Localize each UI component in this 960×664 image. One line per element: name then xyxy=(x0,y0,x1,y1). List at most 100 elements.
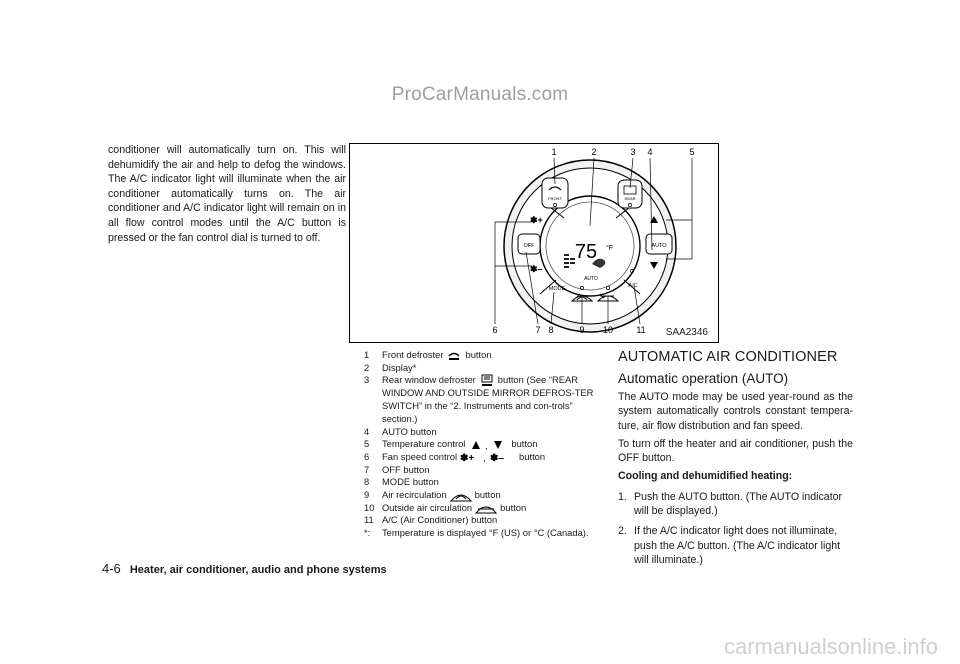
svg-text:✽+: ✽+ xyxy=(460,453,474,463)
callout-leaders xyxy=(494,157,693,325)
page-number: 4-6 xyxy=(102,561,121,576)
callout-9: 9 xyxy=(579,325,584,335)
legend-item: 9 Air recirculation button xyxy=(364,489,609,502)
legend-text: OFF button xyxy=(382,463,430,475)
control-panel-figure: 75 °F AUTO FRONT REAR xyxy=(349,143,719,343)
legend-item: 4 AUTO button xyxy=(364,426,609,439)
cooling-heading: Cooling and dehumidified heating: xyxy=(618,470,793,483)
callout-11: 11 xyxy=(636,325,645,335)
callout-8: 8 xyxy=(548,325,553,335)
legend-number: 5 xyxy=(364,438,370,450)
temp-down-button[interactable] xyxy=(650,262,658,269)
legend-number: 1 xyxy=(364,349,370,360)
paragraph-auto-mode: The AUTO mode may be used year-round as … xyxy=(618,391,853,432)
legend-number: 2 xyxy=(364,361,370,373)
legend-number: 4 xyxy=(364,425,370,437)
svg-text:AUTO: AUTO xyxy=(651,243,667,249)
fan-plus-minus-icons: ✽+, ✽– xyxy=(457,451,519,463)
legend-text-suffix: button xyxy=(465,349,492,360)
paragraph-turn-off: To turn off the heater and air condition… xyxy=(618,437,853,465)
legend-number: 7 xyxy=(364,463,370,475)
legend-text-suffix: button xyxy=(519,450,546,462)
watermark-bottom: carmanualsonline.info xyxy=(723,634,938,659)
legend-item: 7 OFF button xyxy=(364,464,609,477)
legend-item: 8 MODE button xyxy=(364,476,609,489)
svg-text:✽–: ✽– xyxy=(490,453,504,463)
legend-text: Temperature control xyxy=(382,438,466,450)
mode-button[interactable]: MODE xyxy=(549,286,566,292)
legend-number: 8 xyxy=(364,476,370,488)
footer-title: Heater, air conditioner, audio and phone… xyxy=(129,564,387,576)
svg-text:A/C: A/C xyxy=(628,283,637,289)
callout-5: 5 xyxy=(689,147,694,157)
step-2: 2. If the A/C indicator light does not i… xyxy=(618,525,841,566)
svg-text:,: , xyxy=(483,453,486,463)
svg-text:,: , xyxy=(485,441,488,450)
legend-item: 2 Display* xyxy=(364,362,609,375)
legend-number: 9 xyxy=(364,489,370,501)
outside-air-icon xyxy=(472,502,500,514)
legend-number: 10 xyxy=(364,501,375,513)
legend-item: 11 A/C (Air Conditioner) button xyxy=(364,514,609,527)
control-panel-diagram: 75 °F AUTO FRONT REAR xyxy=(492,147,694,335)
legend-item: 10 Outside air circulation button xyxy=(364,502,609,515)
auto-button[interactable]: AUTO xyxy=(645,233,673,255)
legend-text-suffix: button xyxy=(500,501,527,513)
svg-text:FRONT: FRONT xyxy=(548,196,562,201)
legend-number: 3 xyxy=(364,374,370,386)
watermark-top: ProCarManuals.com xyxy=(391,84,569,105)
right-column: AUTOMATIC AIR CONDITIONER Automatic oper… xyxy=(618,349,853,567)
legend-text: Front defroster xyxy=(382,349,444,360)
section-heading: AUTOMATIC AIR CONDITIONER xyxy=(618,349,838,365)
fan-up-button[interactable]: ✽+ xyxy=(530,215,543,225)
fan-down-button[interactable]: ✽– xyxy=(530,264,543,274)
legend-item: *:Temperature is displayed °F (US) or °C… xyxy=(364,527,609,540)
display-fan-bars xyxy=(564,254,575,268)
legend-text: Display* xyxy=(382,361,417,373)
svg-text:OFF: OFF xyxy=(524,243,536,249)
section-subheading: Automatic operation (AUTO) xyxy=(618,371,789,386)
svg-text:MODE: MODE xyxy=(549,286,566,292)
legend-text-suffix: button xyxy=(511,438,538,450)
front-defroster-icon xyxy=(443,349,465,360)
intro-paragraph: conditioner will automatically turn on. … xyxy=(108,144,346,244)
legend-text-suffix: button xyxy=(474,489,501,501)
callout-4: 4 xyxy=(647,147,652,157)
callout-10: 10 xyxy=(603,325,613,335)
display-temperature: 75 xyxy=(575,241,597,263)
page-footer: 4-6 Heater, air conditioner, audio and p… xyxy=(102,561,387,576)
callout-3: 3 xyxy=(630,147,635,157)
callout-7: 7 xyxy=(535,325,540,335)
temp-up-button[interactable] xyxy=(650,216,658,223)
ac-button[interactable]: A/C xyxy=(628,269,638,289)
svg-text:REAR: REAR xyxy=(624,196,635,201)
legend-number: 11 xyxy=(364,514,374,526)
display-unit: °F xyxy=(606,244,613,252)
off-button[interactable]: OFF xyxy=(517,233,541,255)
callout-1: 1 xyxy=(551,147,556,157)
legend-list: 1 Front defroster button 2 Display* 3 Rear win… xyxy=(364,349,609,540)
legend-number: *: xyxy=(364,527,371,539)
legend-text: Outside air circulation xyxy=(382,501,473,513)
temp-updown-icons: , xyxy=(465,438,511,450)
rear-defroster-button[interactable]: REAR xyxy=(617,179,643,209)
legend-text: Air recirculation xyxy=(382,489,447,501)
step-1: 1. Push the AUTO button. (The AUTO indic… xyxy=(618,490,843,518)
svg-text:✽+: ✽+ xyxy=(530,215,543,225)
svg-text:✽–: ✽– xyxy=(530,264,543,274)
figure-code: SAA2346 xyxy=(665,327,708,338)
legend-number: 6 xyxy=(364,450,370,462)
legend-text: MODE button xyxy=(382,476,439,488)
legend-item: 5 Temperature control, button xyxy=(364,438,609,451)
display-airflow-icon xyxy=(592,258,606,268)
rear-defroster-icon xyxy=(476,374,498,387)
outside-air-button[interactable] xyxy=(596,286,620,302)
recirculation-icon xyxy=(447,489,475,502)
legend-text: Rear window defroster xyxy=(382,374,476,386)
legend-text: A/C (Air Conditioner) button xyxy=(382,514,498,526)
legend-text: AUTO button xyxy=(382,425,437,437)
callout-2: 2 xyxy=(591,147,596,157)
legend-item: 1 Front defroster button xyxy=(364,349,609,362)
